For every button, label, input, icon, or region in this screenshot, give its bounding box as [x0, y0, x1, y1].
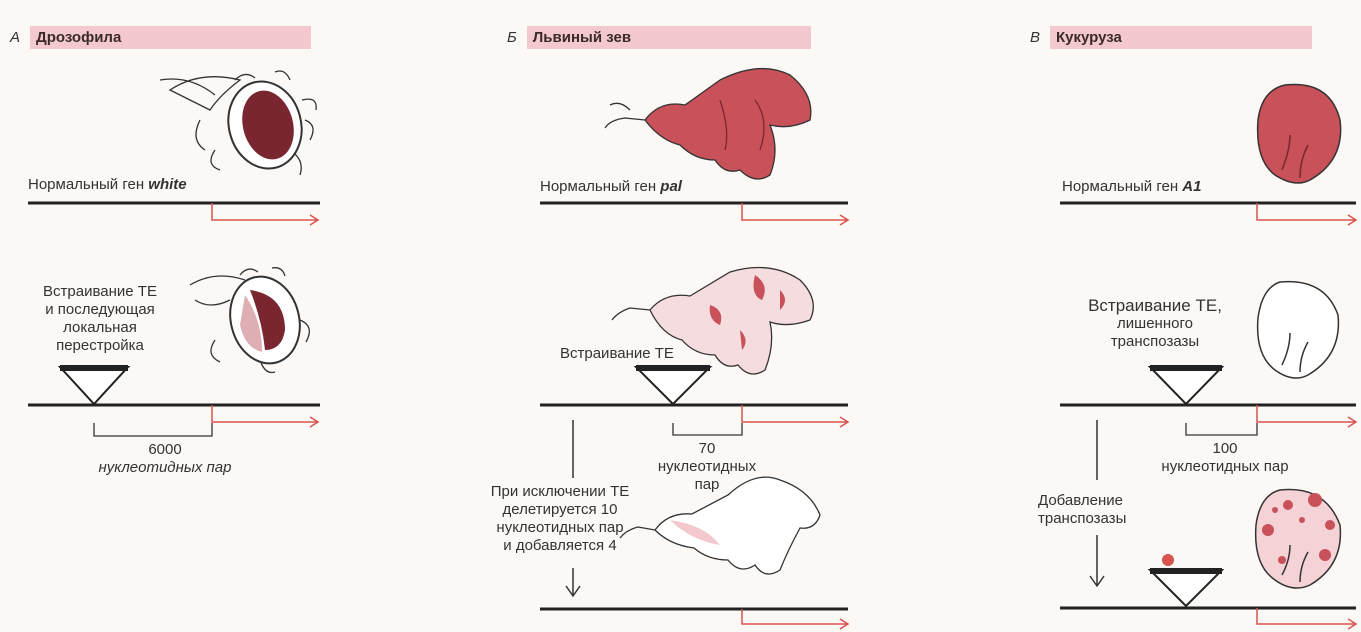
- kernel-spotted-illustration: [1256, 489, 1341, 588]
- normal-gene-prefix: Нормальный ген: [540, 178, 656, 195]
- insertion-line: Встраивание ТЕ: [30, 283, 170, 301]
- insertion-label: Встраивание ТЕ и последующая локальная п…: [30, 283, 170, 355]
- distance-bracket: [94, 423, 212, 436]
- distance-bracket: [673, 423, 742, 435]
- distance-unit: пар: [632, 476, 782, 494]
- kernel-colorless-illustration: [1258, 282, 1339, 378]
- gene-name: A1: [1182, 178, 1201, 195]
- distance-value: 70: [632, 440, 782, 458]
- insertion-line: лишенного: [1060, 315, 1250, 333]
- distance-label: 100 нуклеотидных пар: [1135, 440, 1315, 476]
- insertion-line: перестройка: [30, 337, 170, 355]
- te-insertion-triangle: [636, 365, 710, 404]
- excision-label: При исключении ТЕ делетируется 10 нуклео…: [470, 483, 650, 555]
- excision-line: При исключении ТЕ: [470, 483, 650, 501]
- normal-gene-label: Нормальный ген white: [28, 176, 187, 194]
- distance-unit: нуклеотидных пар: [70, 459, 260, 477]
- distance-bracket: [1186, 423, 1257, 435]
- te-insertion-triangle: [1150, 365, 1222, 404]
- normal-gene-label: Нормальный ген A1: [1062, 178, 1201, 196]
- insertion-label: Встраивание ТЕ, лишенного транспозазы: [1060, 297, 1250, 351]
- gene-name: white: [148, 176, 186, 193]
- gene-name: pal: [660, 178, 682, 195]
- insertion-line: транспозазы: [1060, 333, 1250, 351]
- distance-value: 100: [1135, 440, 1315, 458]
- transcription-arrow: [212, 405, 318, 427]
- te-insertion-triangle: [60, 365, 128, 404]
- excision-line: делетируется 10: [470, 501, 650, 519]
- panel-maize: В Кукуруза: [990, 0, 1361, 632]
- transcription-arrow: [1257, 608, 1356, 629]
- transcription-arrow: [1257, 203, 1356, 225]
- panel-drosophila: А Дрозофила: [0, 0, 420, 632]
- normal-gene-prefix: Нормальный ген: [1062, 178, 1178, 195]
- fly-normal-illustration: [160, 71, 316, 177]
- transcription-arrow: [1257, 405, 1356, 427]
- excision-line: и добавляется 4: [470, 537, 650, 555]
- insertion-line: и последующая: [30, 301, 170, 319]
- distance-unit: нуклеотидных: [632, 458, 782, 476]
- transposase-dot: [1162, 554, 1174, 566]
- transcription-arrow: [212, 203, 318, 225]
- distance-unit: нуклеотидных пар: [1135, 458, 1315, 476]
- addition-line: транспозазы: [1038, 510, 1126, 528]
- distance-label: 70 нуклеотидных пар: [632, 440, 782, 494]
- normal-gene-label: Нормальный ген pal: [540, 178, 682, 196]
- insertion-line: локальная: [30, 319, 170, 337]
- insertion-label: Встраивание ТЕ: [560, 345, 674, 363]
- flower-normal-illustration: [605, 69, 811, 179]
- panel-snapdragon: Б Львиный зев: [470, 0, 900, 632]
- kernel-colored-illustration: [1258, 84, 1341, 183]
- te-triangle-with-transposase: [1150, 554, 1222, 606]
- transcription-arrow: [742, 405, 848, 427]
- insertion-line: Встраивание ТЕ,: [1060, 297, 1250, 315]
- transcription-arrow: [742, 203, 848, 225]
- normal-gene-prefix: Нормальный ген: [28, 176, 144, 193]
- distance-value: 6000: [70, 441, 260, 459]
- fly-mutant-illustration: [190, 268, 309, 373]
- addition-label: Добавление транспозазы: [1038, 492, 1126, 528]
- excision-line: нуклеотидных пар: [470, 519, 650, 537]
- distance-label: 6000 нуклеотидных пар: [70, 441, 260, 477]
- transcription-arrow: [742, 609, 848, 629]
- addition-line: Добавление: [1038, 492, 1126, 510]
